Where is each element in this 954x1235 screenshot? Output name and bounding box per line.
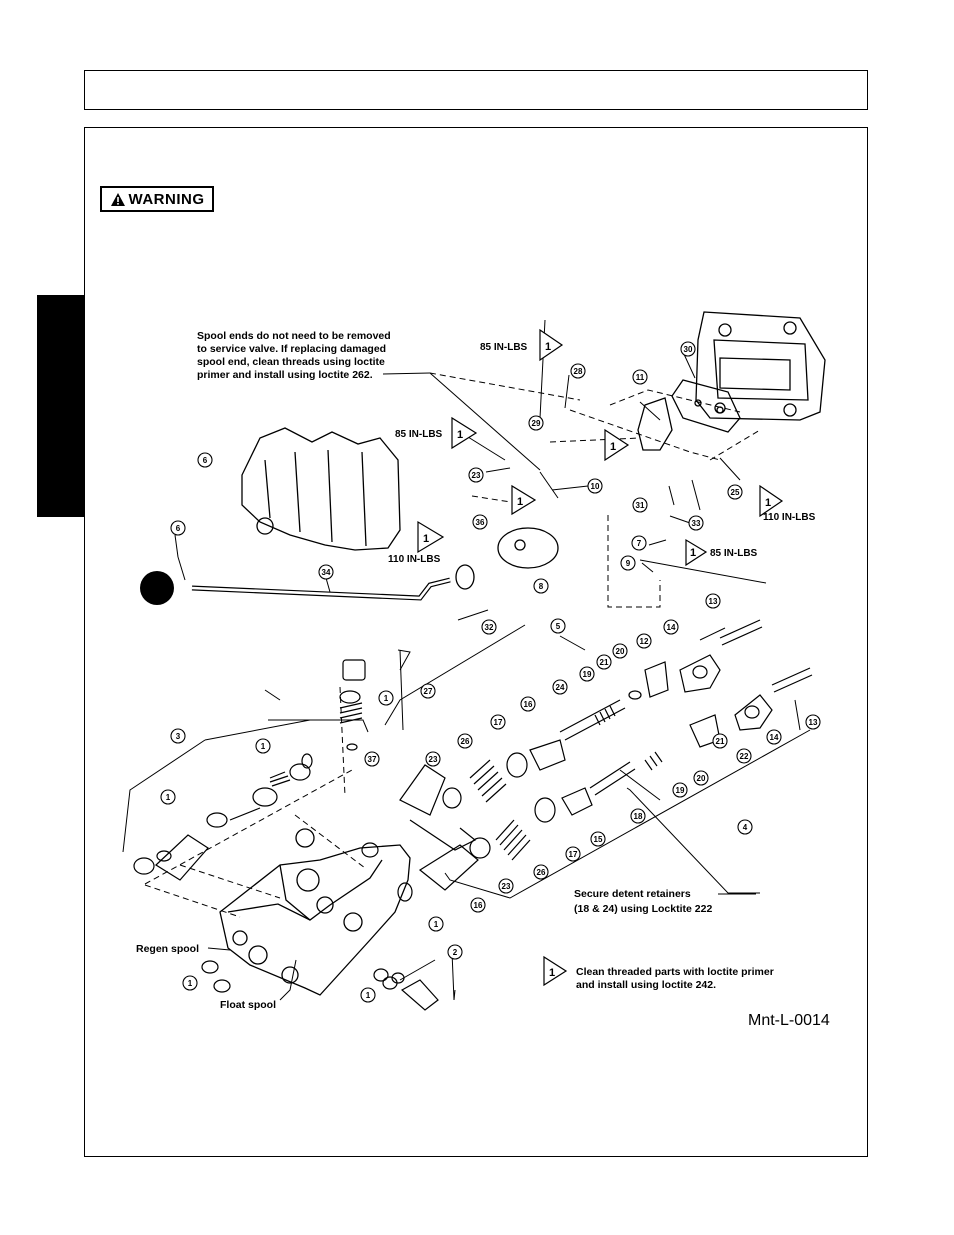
callout-24: 24: [556, 683, 565, 692]
legend-marker: 1: [549, 967, 555, 979]
callout-17: 17: [569, 850, 578, 859]
warning-label: WARNING: [128, 190, 205, 208]
callout-20: 20: [697, 774, 706, 783]
ball-part: [140, 571, 174, 605]
callout-32: 32: [485, 623, 494, 632]
callout-1: 1: [166, 793, 171, 802]
callout-23: 23: [429, 755, 438, 764]
callout-2: 2: [453, 948, 458, 957]
spool-note-line: spool end, clean threads using loctite: [197, 356, 385, 368]
torque-label: 85 IN-LBS: [395, 429, 443, 440]
legend-note-line: and install using loctite 242.: [576, 979, 716, 991]
callout-27: 27: [424, 687, 433, 696]
callout-5: 5: [556, 622, 561, 631]
legend-note-line: Clean threaded parts with loctite primer: [576, 966, 774, 978]
callout-30: 30: [684, 345, 693, 354]
torque-label: 110 IN-LBS: [388, 554, 441, 565]
spool-note-line: Spool ends do not need to be removed: [197, 330, 391, 342]
callout-21: 21: [600, 658, 609, 667]
content-frame: [84, 127, 868, 1157]
regen-spool-label: Regen spool: [136, 943, 199, 955]
warning-triangle-icon: [110, 192, 125, 206]
valve-cover-part: [241, 427, 401, 551]
callout-20: 20: [616, 647, 625, 656]
callout-16: 16: [524, 700, 533, 709]
float-spool-label: Float spool: [220, 999, 276, 1011]
callout-37: 37: [368, 755, 377, 764]
callout-1: 1: [188, 979, 193, 988]
callout-15: 15: [594, 835, 603, 844]
torque-label: 110 IN-LBS: [763, 512, 816, 523]
callout-19: 19: [583, 670, 592, 679]
figure-id: Mnt-L-0014: [748, 1012, 830, 1029]
callout-3: 3: [176, 732, 181, 741]
page-header-box: [84, 70, 868, 110]
callout-18: 18: [634, 812, 643, 821]
detent-note-line: Secure detent retainers: [574, 888, 691, 900]
callout-1: 1: [434, 920, 439, 929]
callout-6: 6: [176, 524, 181, 533]
callout-33: 33: [692, 519, 701, 528]
torque-marker: 1: [765, 497, 771, 509]
callout-23: 23: [472, 471, 481, 480]
callout-26: 26: [537, 868, 546, 877]
torque-marker: 1: [545, 341, 551, 353]
callout-22: 22: [740, 752, 749, 761]
valve-body-part: [219, 828, 411, 996]
torque-marker: 1: [517, 496, 523, 508]
bracket-part: [637, 397, 673, 451]
callout-8: 8: [539, 582, 544, 591]
callout-26: 26: [461, 737, 470, 746]
callout-31: 31: [636, 501, 645, 510]
torque-marker: 1: [690, 547, 696, 559]
callout-1: 1: [384, 694, 389, 703]
callout-29: 29: [532, 419, 541, 428]
callout-36: 36: [476, 518, 485, 527]
callout-34: 34: [322, 568, 331, 577]
callout-23: 23: [502, 882, 511, 891]
callout-10: 10: [591, 482, 600, 491]
spool-end-part: [497, 527, 559, 569]
callout-14: 14: [667, 623, 676, 632]
torque-marker: 1: [423, 533, 429, 545]
callout-12: 12: [640, 637, 649, 646]
spool-note-line: to service valve. If replacing damaged: [197, 343, 386, 355]
spool-note-line: primer and install using loctite 262.: [197, 369, 373, 381]
callout-19: 19: [676, 786, 685, 795]
callout-9: 9: [626, 559, 631, 568]
callout-17: 17: [494, 718, 503, 727]
callout-14: 14: [770, 733, 779, 742]
callout-13: 13: [709, 597, 718, 606]
mounting-plate-part: [695, 311, 826, 421]
torque-marker: 1: [610, 441, 616, 453]
detent-note-line: (18 & 24) using Locktite 222: [574, 903, 712, 915]
callout-25: 25: [731, 488, 740, 497]
warning-badge: WARNING: [100, 186, 214, 212]
torque-label: 85 IN-LBS: [710, 548, 758, 559]
callout-1: 1: [366, 991, 371, 1000]
torque-marker: 1: [457, 429, 463, 441]
callout-6: 6: [203, 456, 208, 465]
callout-1: 1: [261, 742, 266, 751]
callout-16: 16: [474, 901, 483, 910]
callout-4: 4: [743, 823, 748, 832]
callout-11: 11: [636, 373, 645, 382]
torque-label: 85 IN-LBS: [480, 342, 528, 353]
section-tab: [37, 295, 84, 517]
callout-28: 28: [574, 367, 583, 376]
callout-21: 21: [716, 737, 725, 746]
valve-exploded-diagram: 1 1 1 1 1 1 1 1 85 IN-LBS 85 IN-LBS 110 …: [122, 311, 826, 1011]
callout-7: 7: [637, 539, 642, 548]
callout-13: 13: [809, 718, 818, 727]
